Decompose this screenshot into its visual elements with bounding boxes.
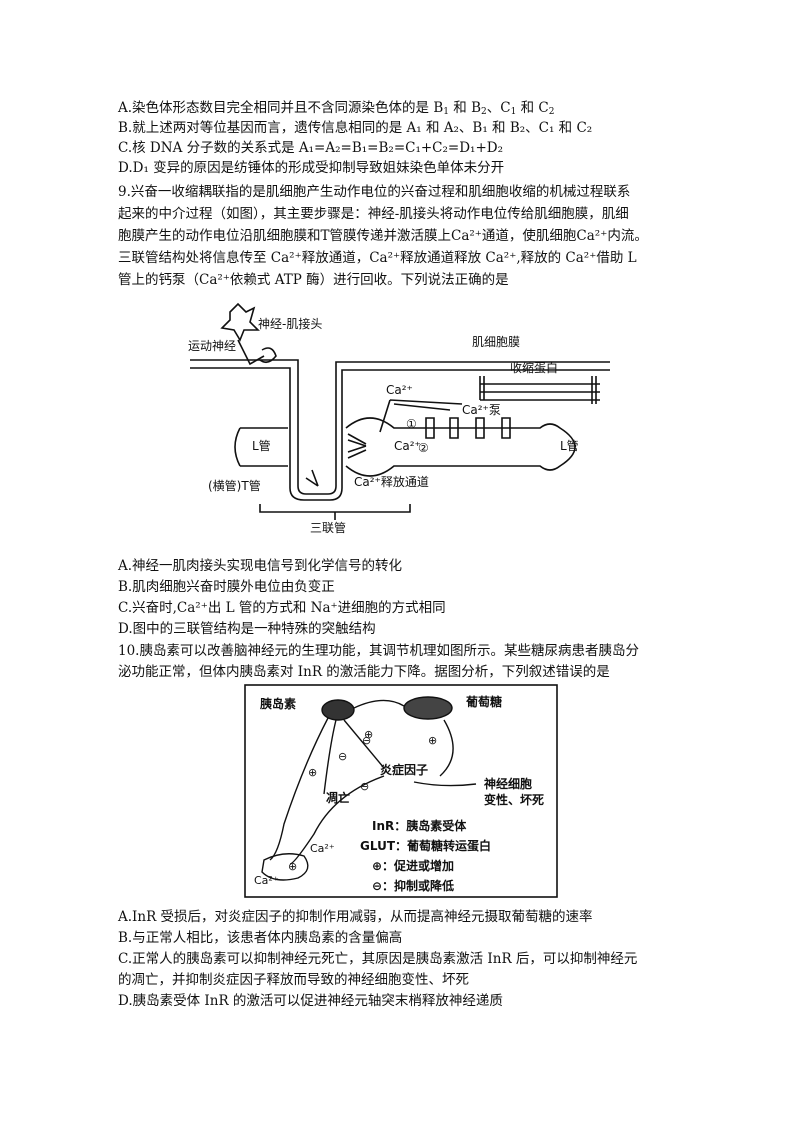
q8-option-a-text3: 、C [486, 100, 511, 116]
right-l-tube [345, 417, 576, 477]
glucose-transporter-cell [403, 696, 453, 720]
release-label: Ca²⁺释放通道 [354, 474, 429, 489]
q8-option-a-text4: 和 C [516, 100, 549, 116]
legend-inr: InR：胰岛素受体 [372, 818, 467, 833]
cell-membrane-outer [190, 359, 610, 495]
q9-option-b: B.肌肉细胞兴奋时膜外电位由负变正 [118, 579, 335, 595]
ca-label-mid: Ca²⁺ [394, 439, 421, 453]
ca-label-top: Ca²⁺ [386, 383, 413, 397]
minus-sign-3: ⊖ [360, 780, 369, 793]
right-l-tube-label: L管 [560, 438, 579, 453]
q10-stem-line1: 10.胰岛素可以改善脑神经元的生理功能，其调节机理如图所示。某些糖尿病患者胰岛分 [118, 643, 639, 659]
plus-sign-2: ⊕ [428, 734, 437, 747]
ca-label-2: Ca²⁺ [254, 874, 279, 887]
q8-option-a: A.染色体形态数目完全相同并且不含同源染色体的是 B1 和 B2、C1 和 C2 [118, 98, 554, 122]
insulin-label: 胰岛素 [260, 696, 296, 711]
minus-sign-1: ⊖ [338, 750, 347, 763]
glucose-label: 葡萄糖 [465, 694, 502, 709]
q10-stem-line2: 泌功能正常，但体内胰岛素对 InR 的激活能力下降。据图分析，下列叙述错误的是 [118, 664, 610, 680]
q8-option-a-text: A.染色体形态数目完全相同并且不含同源染色体的是 B [118, 100, 444, 116]
q8-option-b: B.就上述两对等位基因而言，遗传信息相同的是 A₁ 和 A₂、B₁ 和 B₂、C… [118, 120, 593, 136]
membrane-label: 肌细胞膜 [472, 335, 520, 349]
inflammation-to-neuron [289, 775, 385, 865]
q9-stem-line3: 胞膜产生的动作电位沿肌细胞膜和T管膜传递并激活膜上Ca²⁺通道，使肌细胞Ca²⁺… [118, 228, 648, 244]
left-l-tube-label: L管 [252, 438, 271, 453]
q9-option-d: D.图中的三联管结构是一种特殊的突触结构 [118, 621, 376, 637]
nerve-axon [237, 339, 265, 366]
q10-option-c-line1: C.正常人的胰岛素可以抑制神经元死亡，其原因是胰岛素激活 InR 后，可以抑制神… [118, 951, 638, 967]
q9-option-a: A.神经一肌肉接头实现电信号到化学信号的转化 [118, 558, 403, 574]
subscript: 2 [548, 107, 555, 117]
insulin-to-glut-arrow [353, 699, 405, 709]
minus-sign-2: ⊖ [362, 734, 371, 747]
q9-stem-line2: 起来的中介过程（如图），其主要步骤是：神经-肌接头将动作电位传给肌细胞膜，肌细 [118, 206, 629, 222]
q8-option-d: D.D₁ 变异的原因是纺锤体的形成受抑制导致姐妹染色单体未分开 [118, 160, 505, 176]
legend-glut: GLUT：葡萄糖转运蛋白 [360, 838, 491, 853]
nerve-terminal [259, 347, 277, 364]
q9-stem-line1: 9.兴奋一收缩耦联指的是肌细胞产生动作电位的兴奋过程和肌细胞收缩的机械过程联系 [118, 184, 631, 200]
ca-arrows [379, 399, 463, 433]
insulin-to-neuron-arrow [269, 717, 329, 861]
apoptosis-label: 凋亡 [326, 790, 350, 805]
triad-brace [259, 504, 411, 520]
insulin-to-inflammation [343, 719, 385, 769]
num-2: ② [418, 441, 429, 455]
q10-option-a: A.InR 受损后，对炎症因子的抑制作用减弱，从而提高神经元摄取葡萄糖的速率 [118, 909, 593, 925]
triad-label: 三联管 [310, 520, 346, 535]
q9-option-c: C.兴奋时,Ca²⁺出 L 管的方式和 Na⁺进细胞的方式相同 [118, 600, 446, 616]
neuron-label-2: 变性、坏死 [484, 792, 544, 807]
ca-pumps [425, 417, 511, 439]
plus-sign-3: ⊕ [308, 766, 317, 779]
plus-sign-1: ⊕ [364, 728, 373, 741]
subscript: 1 [443, 107, 449, 117]
glucose-to-inflammation [439, 719, 454, 777]
subscript: 1 [510, 107, 517, 117]
release-channels [347, 433, 367, 459]
subscript: 2 [481, 107, 487, 117]
contractile-protein [479, 376, 600, 404]
inflammation-to-degeneration [413, 781, 477, 787]
q9-stem-line4: 三联管结构处将信息传至 Ca²⁺释放通道，Ca²⁺释放通道释放 Ca²⁺,释放的… [118, 250, 637, 266]
insulin-to-apoptosis [323, 719, 337, 795]
q8-option-c: C.核 DNA 分子数的关系式是 A₁=A₂=B₁=B₂=C₁+C₂=D₁+D₂ [118, 140, 504, 156]
q9-stem-line5: 管上的钙泵（Ca²⁺依赖式 ATP 酶）进行回收。下列说法正确的是 [118, 272, 509, 288]
q10-option-b: B.与正常人相比，该患者体内胰岛素的含量偏高 [118, 930, 403, 946]
figure-border [244, 684, 558, 898]
neuron-label-1: 神经细胞 [484, 776, 532, 791]
insulin-cell [321, 699, 355, 721]
num-1: ① [406, 417, 417, 431]
cell-membrane-inner [190, 367, 610, 501]
motor-nerve-label: 运动神经 [188, 339, 236, 353]
t-tube-label: (横管)T管 [208, 478, 261, 493]
pump-label: Ca²⁺泵 [462, 403, 501, 417]
neuron-terminal [261, 853, 309, 881]
nmj-label: 神经-肌接头 [258, 316, 322, 331]
q10-option-c-line2: 的凋亡，并抑制炎症因子释放而导致的神经细胞变性、坏死 [118, 972, 469, 988]
q8-option-a-text2: 和 B [449, 100, 482, 116]
q10-option-d: D.胰岛素受体 InR 的激活可以促进神经元轴突末梢释放神经递质 [118, 993, 503, 1009]
ca-label-1: Ca²⁺ [310, 842, 335, 855]
plus-sign-4: ⊕ [288, 860, 297, 873]
left-l-tube [234, 427, 288, 467]
t-tube-arrow [305, 469, 319, 487]
inflammation-label: 炎症因子 [380, 762, 428, 777]
q10-insulin-figure: 胰岛素 葡萄糖 炎症因子 凋亡 神经细胞 变性、坏死 InR：胰岛素受体 GLU… [244, 684, 558, 898]
legend-plus: ⊕：促进或增加 [372, 858, 454, 873]
contractile-label: 收缩蛋白 [510, 360, 558, 375]
q9-triad-figure: 神经-肌接头 运动神经 肌细胞膜 收缩蛋白 Ca²⁺ Ca²⁺泵 ① Ca²⁺ … [188, 302, 610, 535]
neuron-body [220, 302, 260, 342]
legend-minus: ⊖：抑制或降低 [372, 878, 454, 893]
